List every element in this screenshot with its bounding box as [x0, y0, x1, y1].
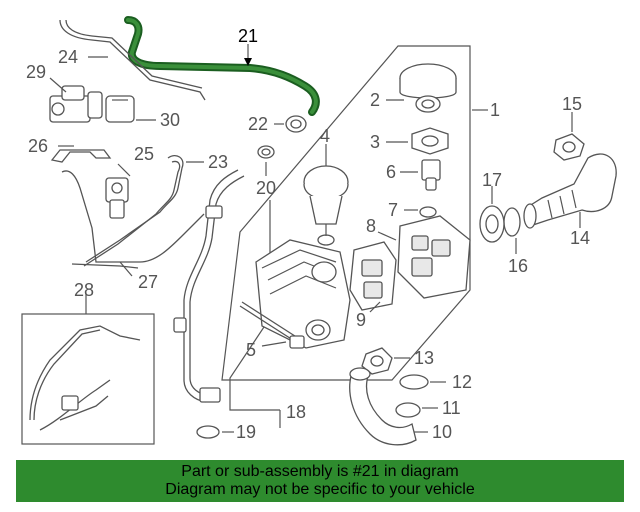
banner-line-2: Diagram may not be specific to your vehi… [165, 481, 475, 498]
part-18-fitting [205, 205, 223, 219]
part-3-gasket[interactable] [411, 127, 449, 155]
part-egr-cooler[interactable] [255, 239, 351, 349]
part-27-pipe-lower [71, 263, 139, 269]
callout-3[interactable]: 3 [370, 132, 380, 152]
callout-21[interactable]: 21 [238, 26, 258, 46]
part-22-clamp[interactable] [285, 115, 307, 133]
part-28-inset [21, 313, 155, 445]
part-30-sensor[interactable] [105, 95, 135, 123]
callout-17[interactable]: 17 [482, 170, 502, 190]
group-1-panel [221, 45, 471, 381]
leader-25 [117, 163, 131, 177]
callout-10[interactable]: 10 [432, 422, 452, 442]
callout-14[interactable]: 14 [570, 228, 590, 248]
part-14-pipe[interactable] [523, 153, 617, 229]
part-18-fitting-3 [199, 387, 221, 403]
callout-29[interactable]: 29 [26, 62, 46, 82]
part-18-pipe[interactable] [183, 169, 239, 403]
callout-25[interactable]: 25 [134, 144, 154, 164]
part-27-pipe[interactable] [61, 170, 205, 263]
part-2-actuator[interactable] [399, 63, 457, 113]
part-29-valve[interactable] [49, 85, 103, 123]
callout-16[interactable]: 16 [508, 256, 528, 276]
part-28-hose-set[interactable] [29, 325, 141, 431]
callout-13[interactable]: 13 [414, 348, 434, 368]
part-6-sensor[interactable] [421, 159, 441, 191]
parts-diagram: 21 24 29 30 26 25 23 27 22 [21, 16, 617, 446]
part-20-clamp[interactable] [257, 145, 275, 159]
part-16-ring[interactable] [503, 207, 521, 237]
part-24-pipe-edge [65, 19, 203, 89]
callout-12[interactable]: 12 [452, 372, 472, 392]
part-19-gasket[interactable] [196, 425, 220, 439]
callout-1[interactable]: 1 [490, 100, 500, 120]
part-18-fitting-2 [173, 317, 187, 333]
leader-5 [261, 341, 287, 347]
part-8-gasket[interactable] [397, 215, 471, 299]
callout-5[interactable]: 5 [246, 340, 256, 360]
callout-27[interactable]: 27 [138, 272, 158, 292]
part-18-pipe-edge [189, 175, 245, 397]
callout-2[interactable]: 2 [370, 90, 380, 110]
callout-26[interactable]: 26 [28, 136, 48, 156]
leader-29 [49, 77, 67, 93]
part-7-oring[interactable] [419, 206, 437, 218]
callout-11[interactable]: 11 [442, 398, 461, 418]
part-4-actuator[interactable] [303, 144, 349, 246]
callout-9[interactable]: 9 [356, 310, 366, 330]
arrow-21 [244, 58, 252, 66]
info-banner: Part or sub-assembly is #21 in diagram D… [16, 460, 624, 502]
part-24-pipe[interactable] [59, 19, 206, 101]
callout-30[interactable]: 30 [160, 110, 180, 130]
leader-9 [369, 301, 381, 313]
callout-6[interactable]: 6 [386, 162, 396, 182]
callout-4[interactable]: 4 [320, 126, 330, 146]
part-25-valve[interactable] [105, 177, 129, 219]
part-23-hose-edge [83, 160, 181, 267]
part-5-sensor[interactable] [239, 301, 305, 349]
callout-22[interactable]: 22 [248, 114, 268, 134]
banner-line-1: Part or sub-assembly is #21 in diagram [181, 463, 459, 480]
callout-15[interactable]: 15 [562, 94, 582, 114]
leader-27 [119, 261, 133, 277]
callout-7[interactable]: 7 [388, 200, 398, 220]
callout-28[interactable]: 28 [74, 280, 94, 300]
part-13-gasket[interactable] [361, 347, 393, 375]
callout-23[interactable]: 23 [208, 152, 228, 172]
part-12-clamp[interactable] [399, 374, 429, 390]
callout-19[interactable]: 19 [236, 422, 256, 442]
leader-8 [377, 231, 397, 241]
part-26-bracket[interactable] [50, 149, 112, 163]
part-17-flange[interactable] [479, 205, 505, 243]
callout-20[interactable]: 20 [256, 178, 276, 198]
part-15-gasket[interactable] [553, 133, 585, 161]
callout-8[interactable]: 8 [366, 216, 376, 236]
part-9-gasket[interactable] [349, 241, 397, 311]
part-11-gasket[interactable] [395, 402, 421, 418]
callout-18[interactable]: 18 [286, 402, 306, 422]
part-23-hose[interactable] [85, 154, 184, 263]
part-21-hose[interactable] [124, 16, 320, 116]
callout-24[interactable]: 24 [58, 47, 78, 67]
